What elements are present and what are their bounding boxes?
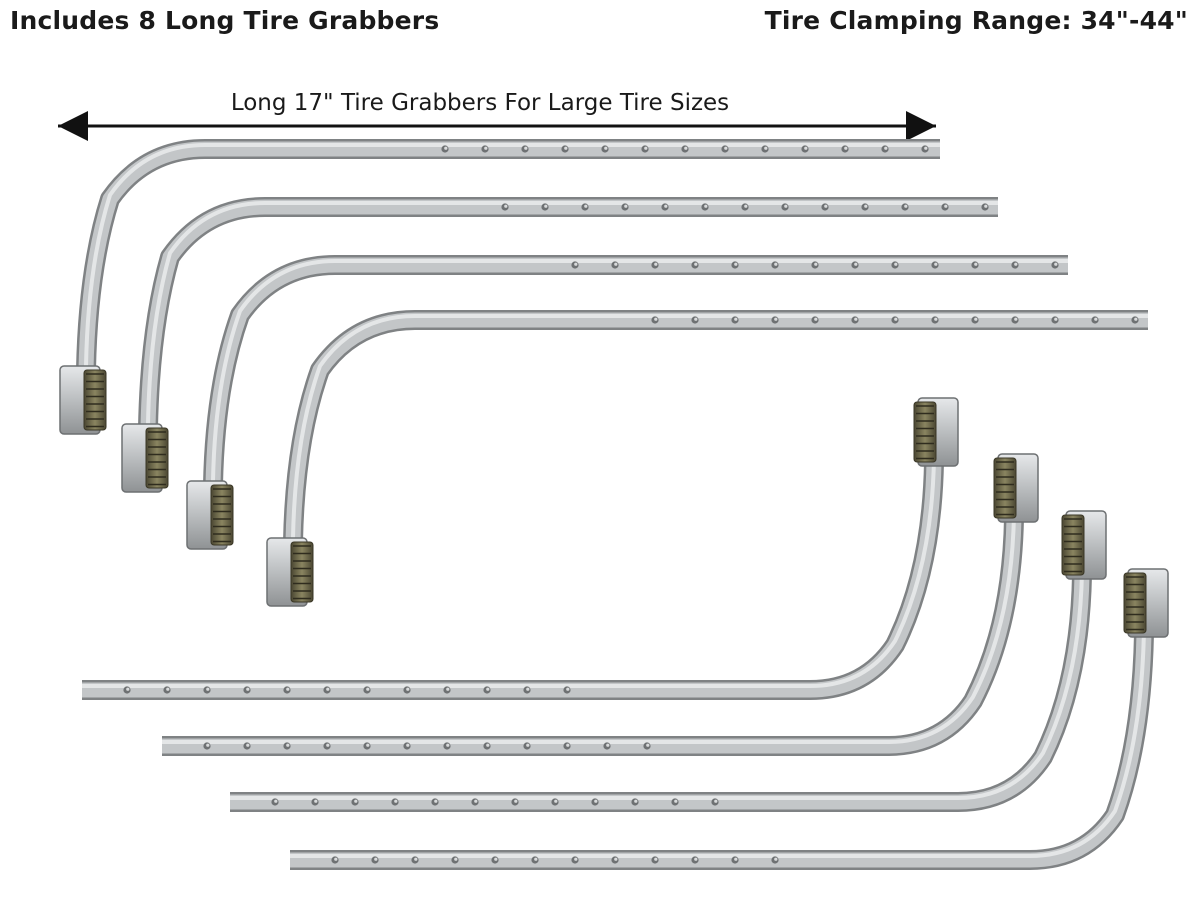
gripper-pad [121, 423, 169, 493]
tire-grabber [203, 255, 1068, 486]
tire-grabber [290, 628, 1154, 870]
gripper-pad [1061, 510, 1107, 580]
tire-grabber [76, 139, 940, 371]
clamping-range-caption: Tire Clamping Range: 34"-44" [764, 6, 1188, 35]
gripper-pad [266, 537, 314, 607]
gripper-pad [186, 480, 234, 550]
tire-grabber [138, 197, 998, 429]
includes-caption: Includes 8 Long Tire Grabbers [10, 6, 440, 35]
gripper-pad [59, 365, 107, 435]
tire-grabber [283, 310, 1148, 543]
gripper-pad [913, 397, 959, 467]
gripper-pad [993, 453, 1039, 523]
tire-grabber [82, 457, 944, 700]
tire-grabber [230, 570, 1092, 812]
gripper-pad [1123, 568, 1169, 638]
tire-grabber [162, 513, 1024, 756]
grabbers-group [59, 139, 1169, 870]
dimension-label: Long 17" Tire Grabbers For Large Tire Si… [231, 90, 729, 116]
